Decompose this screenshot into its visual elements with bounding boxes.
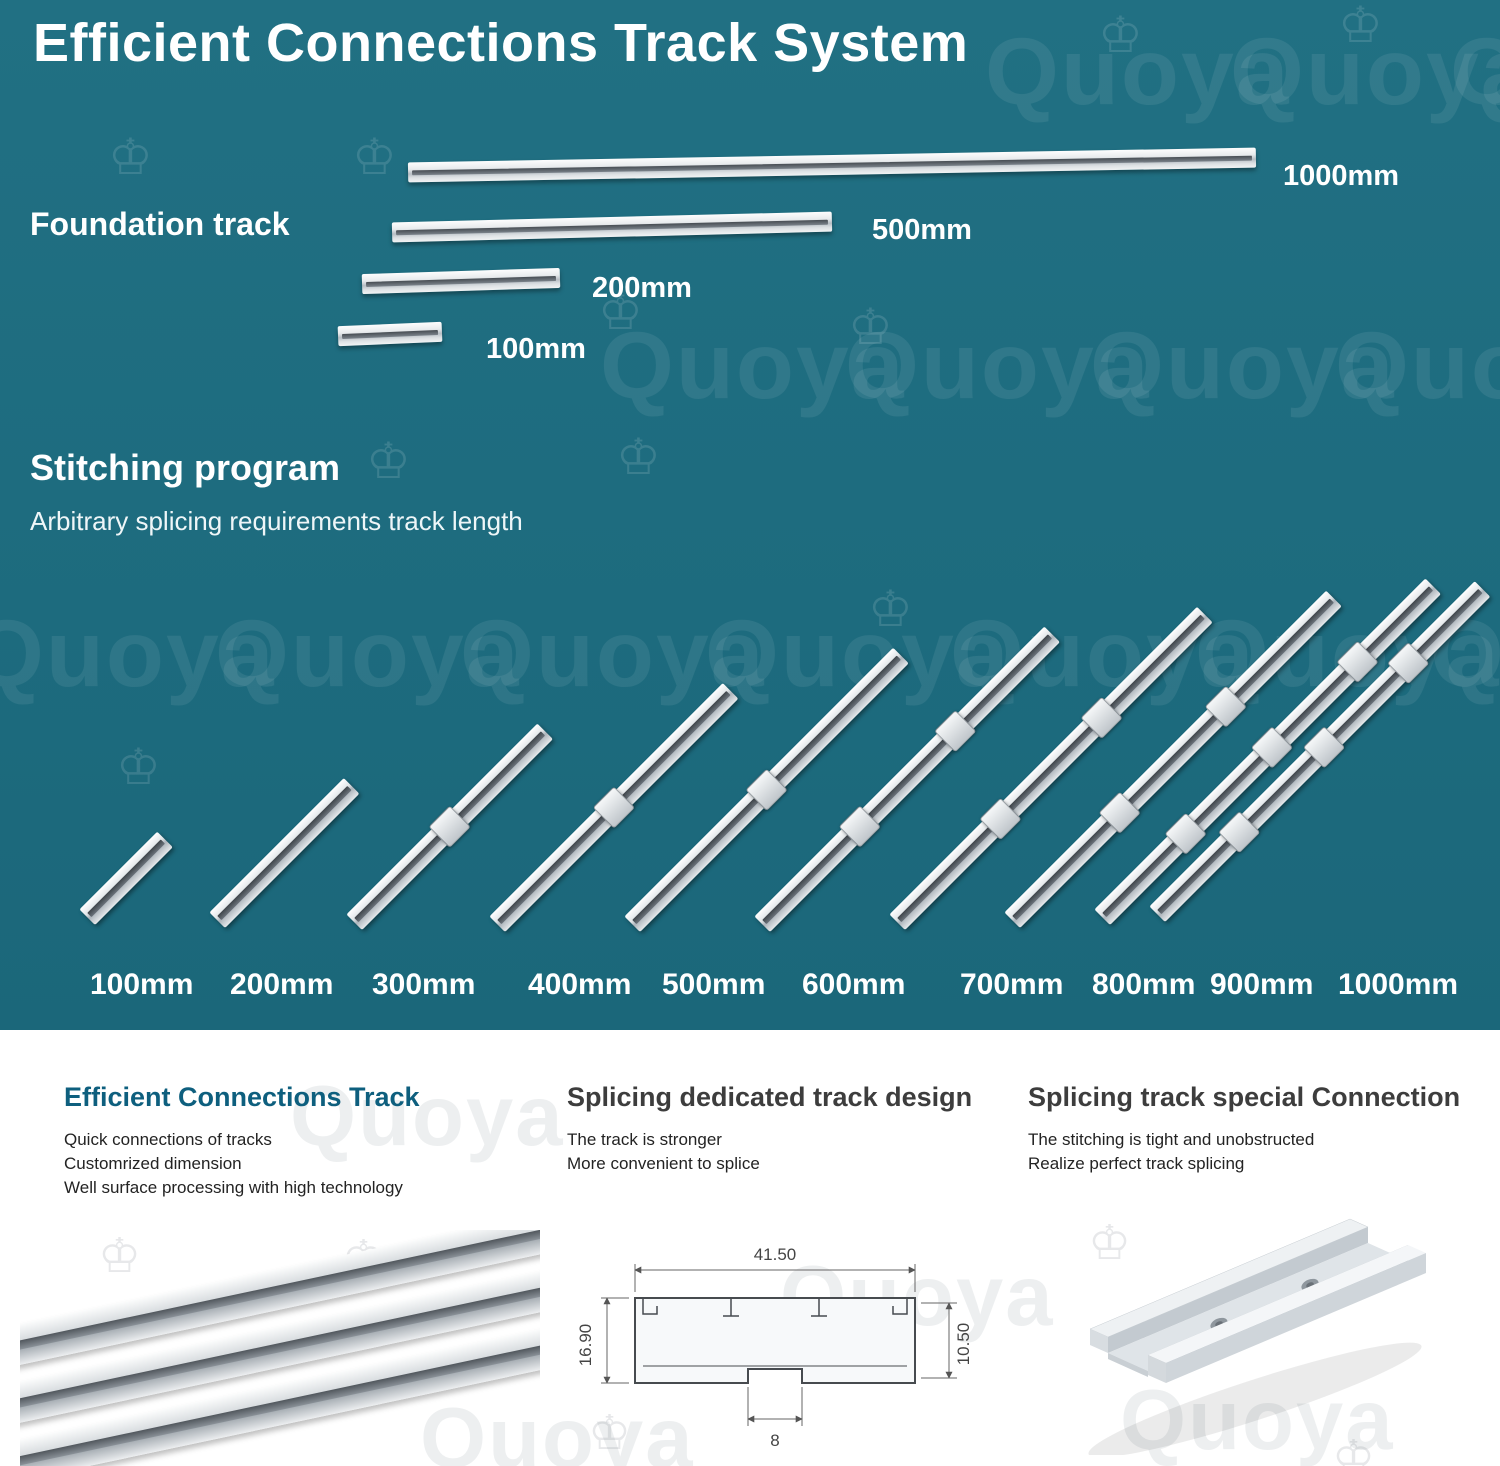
crown-icon: ♔ [616,429,661,485]
watermark-text: Quoya [985,19,1291,125]
watermark-text: Quoya [1450,19,1500,125]
feature2-line: More convenient to splice [567,1154,760,1173]
crown-icon: ♔ [1098,7,1143,63]
feature2-line: The track is stronger [567,1130,722,1149]
splice-connector [745,768,788,812]
crown-icon: ♔ [108,129,153,185]
feature1-line: Well surface processing with high techno… [64,1178,403,1197]
length-label: 200mm [230,968,334,1001]
track-profiles-photo [20,1230,540,1466]
hero-section: Quoya Quoya Quoya Quoya Quoya Quoya Quoy… [0,0,1500,1030]
foundation-track-label: Foundation track [30,206,290,242]
dim-inner-label: 10.50 [954,1323,973,1366]
dim-extension [921,1302,957,1379]
crown-icon: ♔ [352,129,397,185]
splice-connector [1336,640,1379,683]
connector-near-top [1148,1245,1426,1363]
crown-icon: ♔ [366,433,411,489]
foundation-track-500mm [391,211,833,243]
dim-slot-label: 8 [770,1431,779,1450]
feature3-heading: Splicing track special Connection [1028,1082,1461,1112]
splice-connector [1250,726,1293,769]
connector-end-cap [1148,1355,1166,1383]
crown-icon: ♔ [1338,0,1383,53]
foundation-track-100mm [337,321,443,347]
page-title: Efficient Connections Track System [33,13,969,73]
splice-connector [1098,791,1141,835]
watermark-text: Quoya [600,313,906,419]
stitch-track-400mm [489,683,739,932]
splice-connector [1387,641,1430,685]
stitch-track-900mm [1094,578,1441,925]
length-label: 500mm [662,968,766,1001]
crown-icon: ♔ [848,299,893,355]
splice-connector [592,786,636,829]
stitch-track-200mm [209,778,360,928]
profile-rib [723,1298,739,1317]
splice-connector [1204,685,1247,729]
dim-extension [747,1387,803,1426]
dim-extension [601,1297,629,1384]
watermark-text: Quoya [0,601,276,707]
foundation-track-1000mm [407,147,1257,183]
stitch-track-600mm [754,626,1060,932]
feature3-line: The stitching is tight and unobstructed [1028,1130,1315,1149]
splice-connector [1080,696,1123,740]
profile-hook-left [642,1298,658,1315]
splice-connector [978,798,1022,841]
foundation-size-label: 500mm [872,214,972,246]
watermark-text: Quoya [845,313,1151,419]
foundation-size-label: 200mm [592,272,692,304]
profile-hook-right [892,1298,908,1315]
crown-icon: ♔ [868,581,913,637]
length-label: 600mm [802,968,906,1001]
track-cross-section-drawing: 41.50 16.90 10.50 8 [576,1245,973,1450]
splice-connector [428,805,471,848]
foundation-size-label: 1000mm [1283,160,1400,192]
watermark-text: Quoya [1335,313,1500,419]
length-label: 800mm [1092,968,1196,1001]
feature3-line: Realize perfect track splicing [1028,1154,1245,1173]
length-label: 900mm [1210,968,1314,1001]
feature1-line: Quick connections of tracks [64,1130,272,1149]
feature1-heading: Efficient Connections Track [64,1082,420,1112]
dim-width-label: 41.50 [754,1245,797,1264]
length-label: 400mm [528,968,632,1001]
foundation-size-label: 100mm [486,333,586,365]
dim-extension [634,1264,916,1292]
stitching-heading: Stitching program [30,447,341,488]
stitch-track-500mm [624,647,909,932]
connector-end-cap [1108,1353,1148,1377]
watermark-text: Quoya [1090,313,1396,419]
watermark-text: Quoya [215,601,521,707]
connector-near-outer [1166,1253,1426,1383]
watermark-text: Quoya [1230,19,1500,125]
feature2-heading: Splicing dedicated track design [567,1082,973,1112]
dim-height-label: 16.90 [576,1324,595,1367]
crown-icon: ♔ [116,739,161,795]
profile-outline [634,1297,916,1384]
splice-connector [1302,726,1346,769]
length-label: 700mm [960,968,1064,1001]
length-label: 1000mm [1338,968,1459,1001]
connector-floor [1108,1243,1408,1371]
connector-shadow [1088,1342,1422,1455]
foundation-track-200mm [361,267,561,295]
feature1-line: Customrized dimension [64,1154,242,1173]
connector-end-cap [1090,1329,1108,1353]
length-label: 300mm [372,968,476,1001]
length-label: 100mm [90,968,194,1001]
splice-connector [934,709,977,753]
splice-connector [1218,810,1261,854]
splice-connector [838,805,882,848]
profile-rib [811,1298,827,1317]
stitching-subheading: Arbitrary splicing requirements track le… [30,506,523,536]
connector-far-inner [1108,1227,1368,1353]
splice-connector-photo [1088,1218,1426,1455]
splice-connector [1164,812,1207,856]
stitch-track-100mm [79,831,173,925]
